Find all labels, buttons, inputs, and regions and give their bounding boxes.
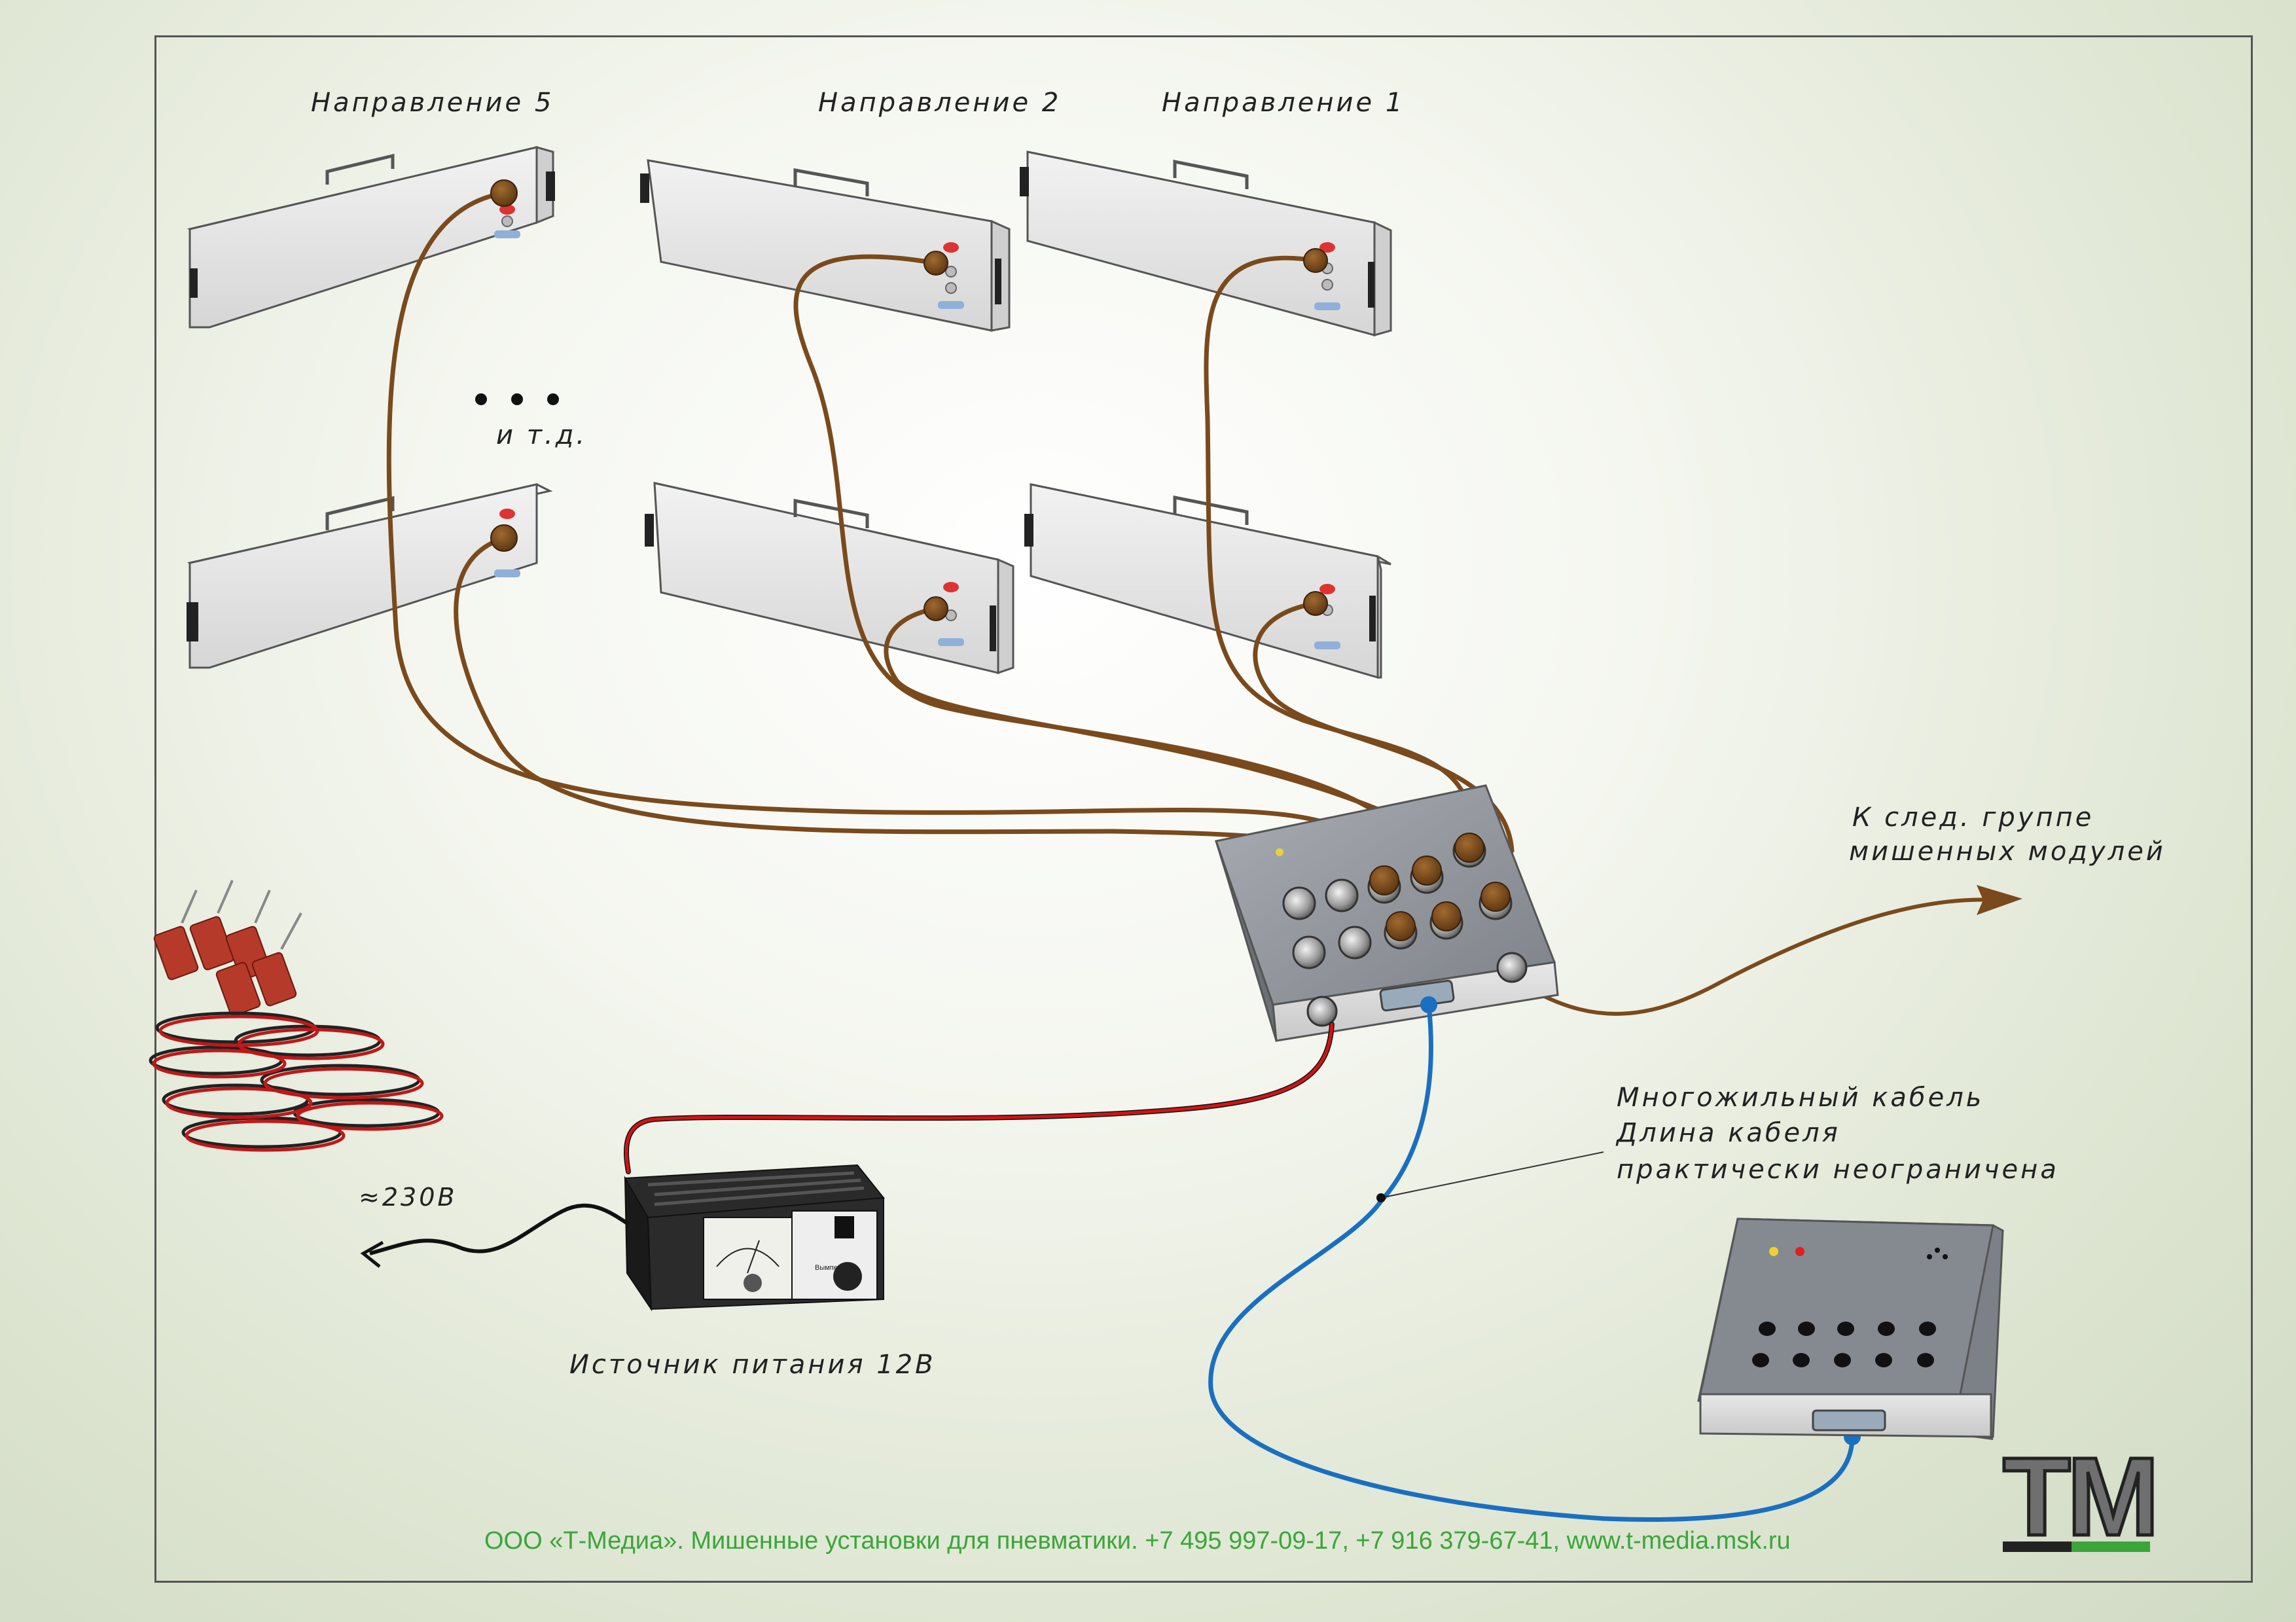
company-logo: ТМ — [2001, 1433, 2161, 1561]
label-cable-note-line1: Многожильный кабель — [1617, 1083, 1984, 1113]
control-console — [1697, 1217, 2004, 1440]
accessory-cable-bundles — [149, 1011, 444, 1152]
logo-text: ТМ — [2003, 1435, 2155, 1559]
label-power-supply: Источник питания 12В — [569, 1350, 936, 1380]
power-supply-12v: Вымпел-30 — [360, 1164, 885, 1312]
label-cable-note-line3: практически неограничена — [1617, 1155, 2059, 1185]
etc-dots — [475, 393, 559, 405]
label-next-group-line1: К след. группе — [1852, 802, 2094, 833]
accessory-remotes — [153, 880, 302, 1017]
target-module-dir1-top — [1020, 151, 1392, 336]
power-wire — [624, 1022, 1335, 1174]
target-module-dir2-top — [640, 159, 1011, 332]
cable-note-dot — [1376, 1193, 1386, 1202]
label-direction-2: Направление 2 — [818, 88, 1061, 118]
label-cable-note-line2: Длина кабеля — [1615, 1118, 1840, 1148]
diagram-frame — [154, 35, 2253, 1583]
multicore-cable — [1208, 1002, 1855, 1522]
cable-plugs — [490, 179, 1328, 621]
label-next-group-line2: мишенных модулей — [1849, 837, 2166, 867]
multicore-cable-plug-hub — [1420, 996, 1437, 1013]
label-etc: и т.д. — [496, 420, 587, 450]
hub-junction-box — [1215, 784, 1559, 1042]
label-mains-230v: ≈230В — [359, 1183, 457, 1212]
charger-brand: Вымпел-30 — [815, 1264, 852, 1272]
footer-contact-line: ООО «Т-Медиа». Мишенные установки для пн… — [484, 1527, 1791, 1555]
label-direction-1: Направление 1 — [1162, 88, 1405, 118]
target-module-dir2-bottom — [645, 482, 1014, 675]
target-module-dir5-top — [187, 146, 555, 329]
next-group-arrow — [1977, 885, 2022, 915]
cable-note-leader — [1380, 1151, 1604, 1198]
target-module-dir5-bottom — [187, 483, 553, 669]
label-direction-5: Направление 5 — [311, 88, 554, 118]
